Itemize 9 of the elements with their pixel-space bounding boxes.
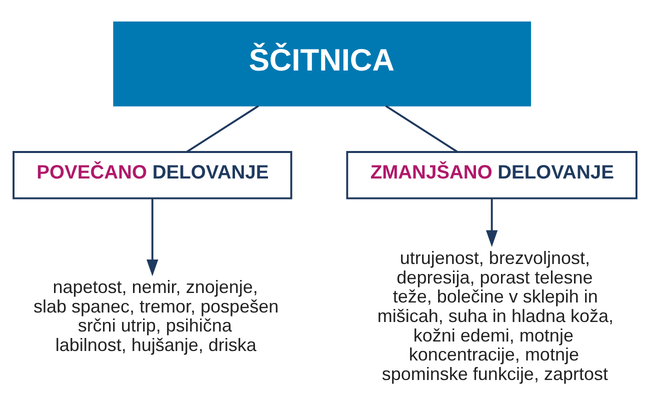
arrow: [146, 198, 158, 276]
connector: [385, 104, 458, 152]
node-box: ŠČITNICA: [113, 21, 532, 106]
node-box: ZMANJŠANO DELOVANJE: [346, 150, 638, 199]
node-box: POVEČANO DELOVANJE: [12, 150, 292, 199]
arrow: [486, 198, 498, 246]
node-text: napetost, nemir, znojenje, slab spanec, tremor, pospešen srčni utrip, psihična labilnost, hujšanje, driska: [33, 276, 279, 354]
connector: [186, 104, 259, 152]
node-text: utrujenost, brezvoljnost, depresija, porast telesne teže, bolečine v sklepih in mišicah, suha in hladna koža, kožni edemi, motnje koncentracije, motnje spominske funkcije, zaprtost: [377, 248, 614, 384]
